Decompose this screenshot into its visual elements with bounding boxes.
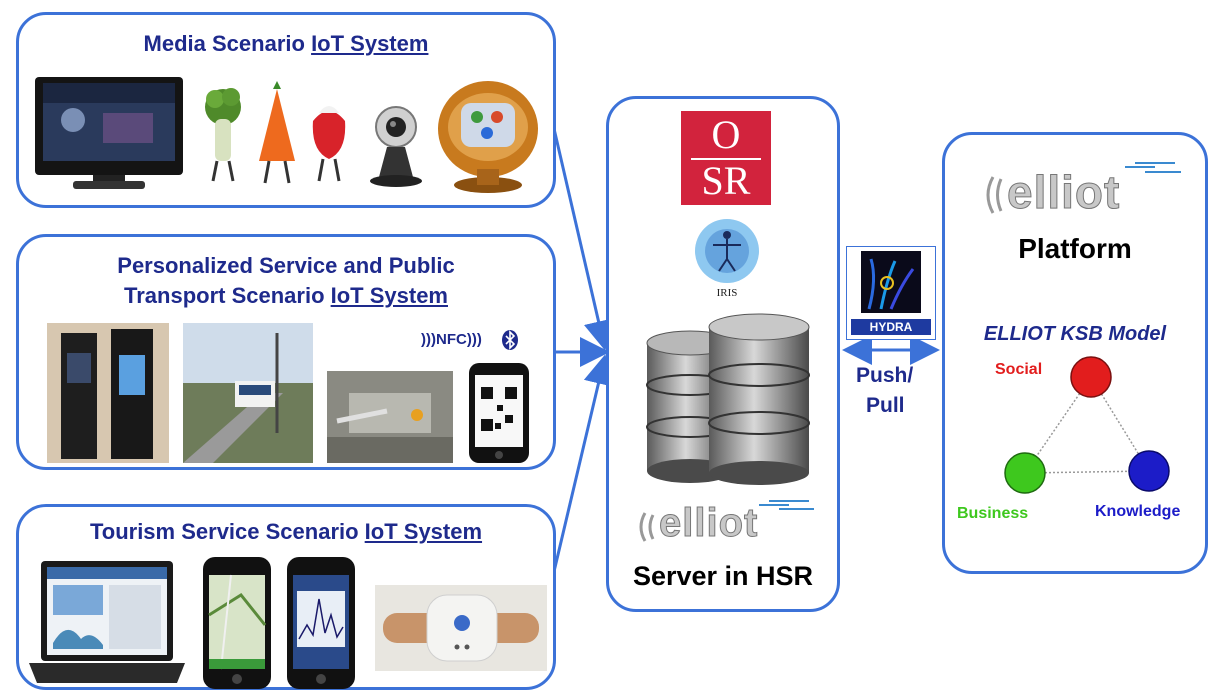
knowledge-label: Knowledge [1095,503,1181,520]
ksb-model-title: ELLIOT KSB Model [983,323,1167,345]
platform-elliot-logo: elliot [985,161,1185,221]
transport-panel-title-line2: Transport Scenario IoT System [124,283,448,308]
hydra-logo: HYDRA [846,246,936,340]
business-node [1004,452,1046,494]
tourism-scenario-panel: Tourism Service Scenario IoT System [16,504,556,690]
knowledge-node [1128,450,1170,492]
database-icon [639,313,819,489]
tourism-iot-link: IoT System [364,519,483,544]
server-elliot-logo: elliot [639,499,819,549]
transport-phone-qr-image [467,361,531,465]
media-iot-link: IoT System [311,31,429,56]
transport-panel-title-line1: Personalized Service and Public [117,253,455,278]
business-label: Business [957,505,1029,522]
transport-ticket-machine-image [47,323,169,463]
tourism-laptop-image [27,559,187,691]
transport-scenario-panel: Personalized Service and Public Transpor… [16,234,556,470]
nfc-logo: )))NFC))) [421,331,482,348]
osr-divider [691,158,761,160]
osr-logo: O SR [681,111,771,205]
platform-label: Platform [1018,233,1132,264]
arrow-tourism-to-server [550,354,614,581]
iris-logo: IRIS [689,215,765,307]
arrow-media-to-server [550,119,614,351]
media-scenario-panel: Media Scenario IoT System [16,12,556,208]
push-pull-label-line1: Push/ [856,364,914,387]
server-panel: O SR IRIS [606,96,840,612]
tourism-phone-chart-image [285,555,357,691]
media-webcam-image [365,101,427,191]
social-label: Social [995,361,1043,378]
ksb-triangle [1004,356,1170,494]
push-pull-label-line2: Pull [866,394,905,417]
tourism-panel-title: Tourism Service Scenario IoT System [89,519,483,544]
bluetooth-icon [501,329,519,351]
transport-turnstile-image [327,371,453,463]
tourism-wearable-sensor-image [375,585,547,671]
server-label: Server in HSR [632,561,814,591]
transport-monorail-image [183,323,313,463]
media-panel-title: Media Scenario IoT System [143,31,429,56]
social-node [1070,356,1112,398]
transport-iot-link: IoT System [330,283,448,308]
media-kiosk-image [433,77,543,197]
tourism-phone-map-image [201,555,273,691]
platform-panel: elliot Platform ELLIOT KSB Model Social … [942,132,1208,574]
media-tv-image [33,75,185,193]
media-vegetable-characters-image [197,81,357,193]
